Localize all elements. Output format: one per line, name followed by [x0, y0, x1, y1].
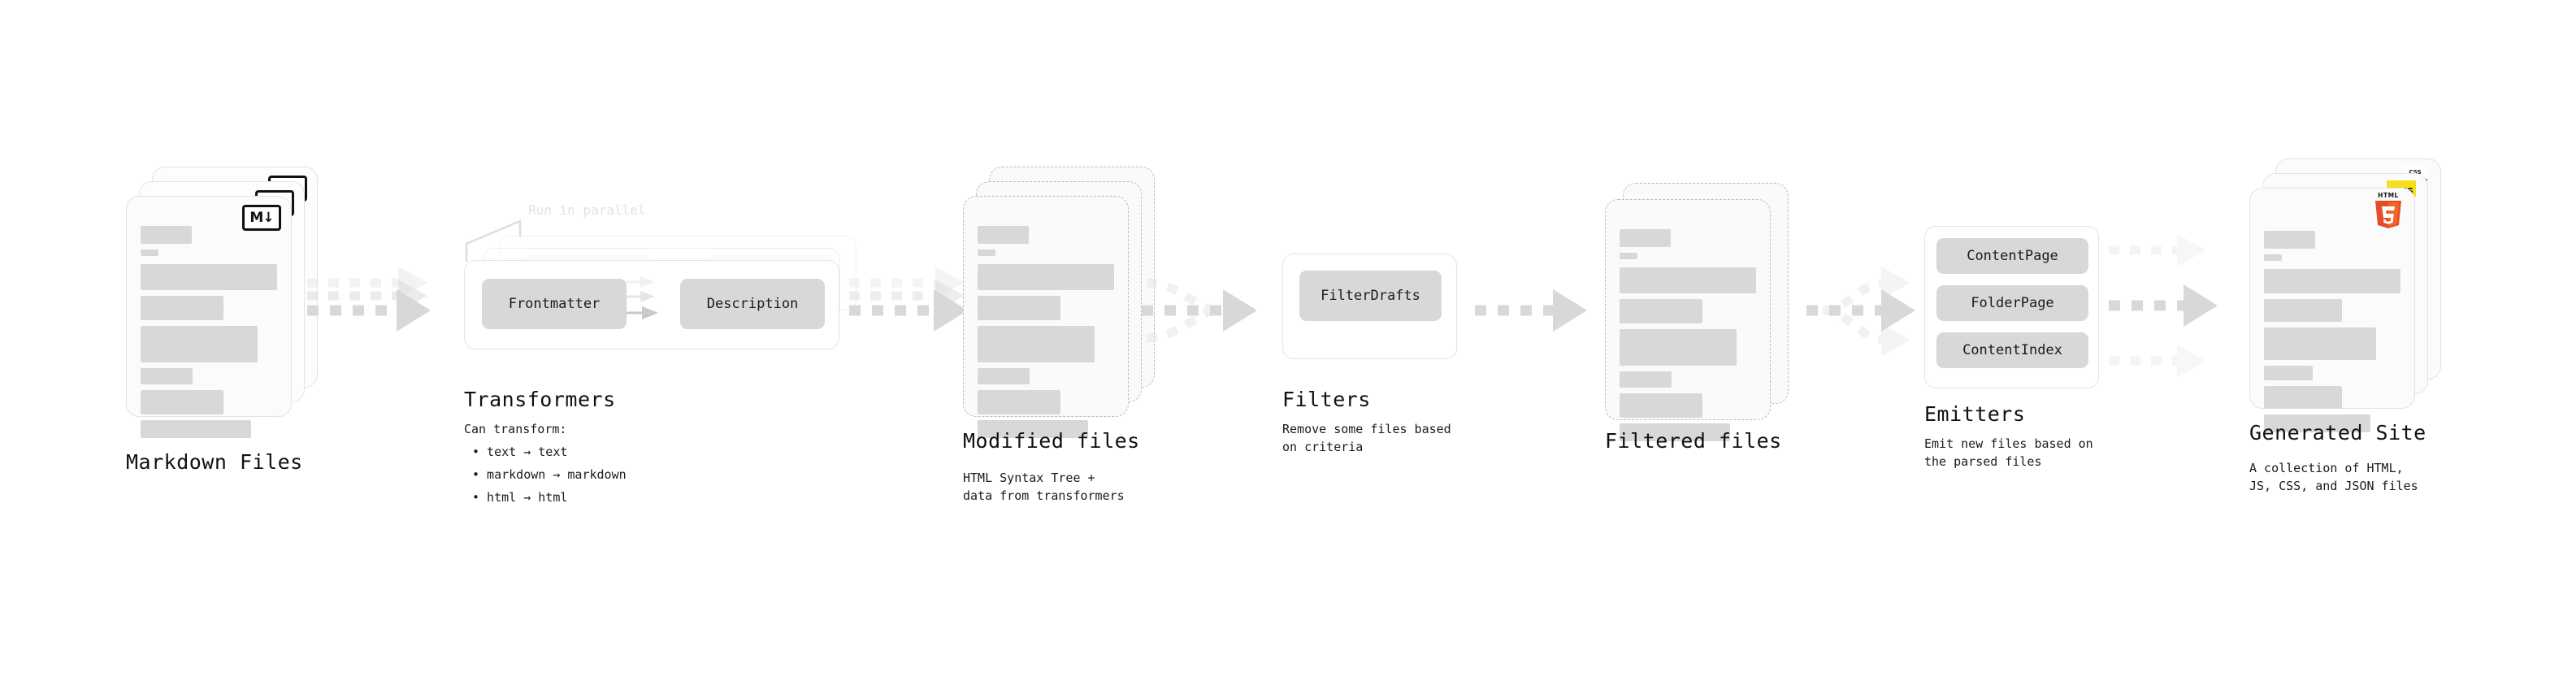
connector-modified-to-filters	[1142, 278, 1257, 343]
content-bar	[2264, 254, 2282, 261]
emitter-chip-contentindex[interactable]: ContentIndex	[1936, 332, 2088, 368]
transformer-chip-frontmatter[interactable]: Frontmatter	[482, 279, 627, 329]
transformers-subtitle: Can transform:	[464, 422, 567, 436]
content-bar	[2264, 299, 2342, 322]
content-bar	[978, 326, 1095, 362]
run-in-parallel-label: Run in parallel	[528, 202, 646, 218]
emitters-box[interactable]: ContentPage FolderPage ContentIndex	[1924, 226, 2099, 388]
generated-site-subtitle: A collection of HTML, JS, CSS, and JSON …	[2249, 461, 2418, 493]
content-bar	[2264, 386, 2342, 409]
filtered-files-title: Filtered files	[1605, 429, 1782, 453]
content-bar	[1620, 299, 1703, 323]
emitter-chip-folderpage[interactable]: FolderPage	[1936, 285, 2088, 321]
content-bar	[1620, 329, 1737, 366]
content-bar	[978, 368, 1030, 384]
content-bar	[141, 264, 277, 290]
content-bar	[978, 226, 1029, 244]
generated-file-card-html: HTML	[2249, 188, 2415, 432]
modified-file-card-front	[963, 196, 1129, 438]
filters-subtitle: Remove some files based on criteria	[1282, 422, 1451, 454]
content-bar	[1620, 371, 1672, 388]
file-content-lines	[141, 226, 277, 444]
connector-markdown-to-transformers	[307, 267, 431, 332]
connector-emitters-to-site	[2109, 234, 2218, 377]
connector-filters-to-filtered	[1475, 289, 1587, 332]
filter-chip-filterdrafts[interactable]: FilterDrafts	[1299, 271, 1442, 321]
content-bar	[978, 249, 995, 256]
connector-transformers-to-modified	[849, 267, 968, 332]
content-bar	[2264, 414, 2371, 432]
content-bar	[1620, 423, 1731, 441]
content-bar	[141, 296, 224, 320]
content-bar	[2264, 269, 2400, 293]
html5-icon: HTML	[2374, 192, 2403, 228]
markdown-files-title: Markdown Files	[126, 450, 303, 474]
content-bar	[2264, 366, 2314, 380]
content-bar	[141, 420, 252, 438]
content-bar	[141, 326, 258, 362]
content-bar	[141, 226, 192, 244]
content-bar	[141, 368, 193, 384]
content-bar	[978, 264, 1114, 290]
content-bar	[141, 249, 158, 256]
content-bar	[978, 296, 1061, 320]
transformers-title: Transformers	[464, 388, 616, 411]
content-bar	[1620, 267, 1756, 293]
modified-files-title: Modified files	[963, 429, 1140, 453]
content-bar	[1620, 253, 1637, 259]
content-bar	[141, 390, 224, 414]
markdown-file-card-front: M↓	[126, 196, 292, 438]
filtered-file-card-front	[1605, 199, 1771, 441]
content-bar	[2264, 327, 2376, 360]
transformers-bullet-3: • html → html	[472, 490, 568, 505]
generated-site-title: Generated Site	[2249, 421, 2426, 445]
transformers-bullet-2: • markdown → markdown	[472, 467, 627, 482]
filters-title: Filters	[1282, 388, 1371, 411]
emitter-chip-contentpage[interactable]: ContentPage	[1936, 238, 2088, 274]
modified-files-subtitle: HTML Syntax Tree + data from transformer…	[963, 471, 1125, 503]
file-content-lines	[1620, 229, 1756, 447]
file-content-lines	[2264, 231, 2400, 438]
content-bar	[1620, 393, 1703, 418]
emitters-subtitle: Emit new files based on the parsed files	[1924, 436, 2093, 469]
content-bar	[2264, 231, 2315, 249]
transformers-bullet-1: • text → text	[472, 445, 568, 459]
transformers-box[interactable]: Frontmatter Description	[464, 260, 839, 349]
run-in-parallel-bracket	[465, 219, 522, 262]
file-content-lines	[978, 226, 1114, 444]
emitters-title: Emitters	[1924, 402, 2026, 426]
filters-box[interactable]: FilterDrafts	[1282, 254, 1457, 359]
content-bar	[978, 420, 1089, 438]
transformer-chip-description[interactable]: Description	[680, 279, 825, 329]
content-bar	[1620, 229, 1671, 247]
markdown-icon: M↓	[242, 205, 281, 231]
content-bar	[978, 390, 1061, 414]
connector-filtered-to-emitters	[1806, 267, 1915, 356]
